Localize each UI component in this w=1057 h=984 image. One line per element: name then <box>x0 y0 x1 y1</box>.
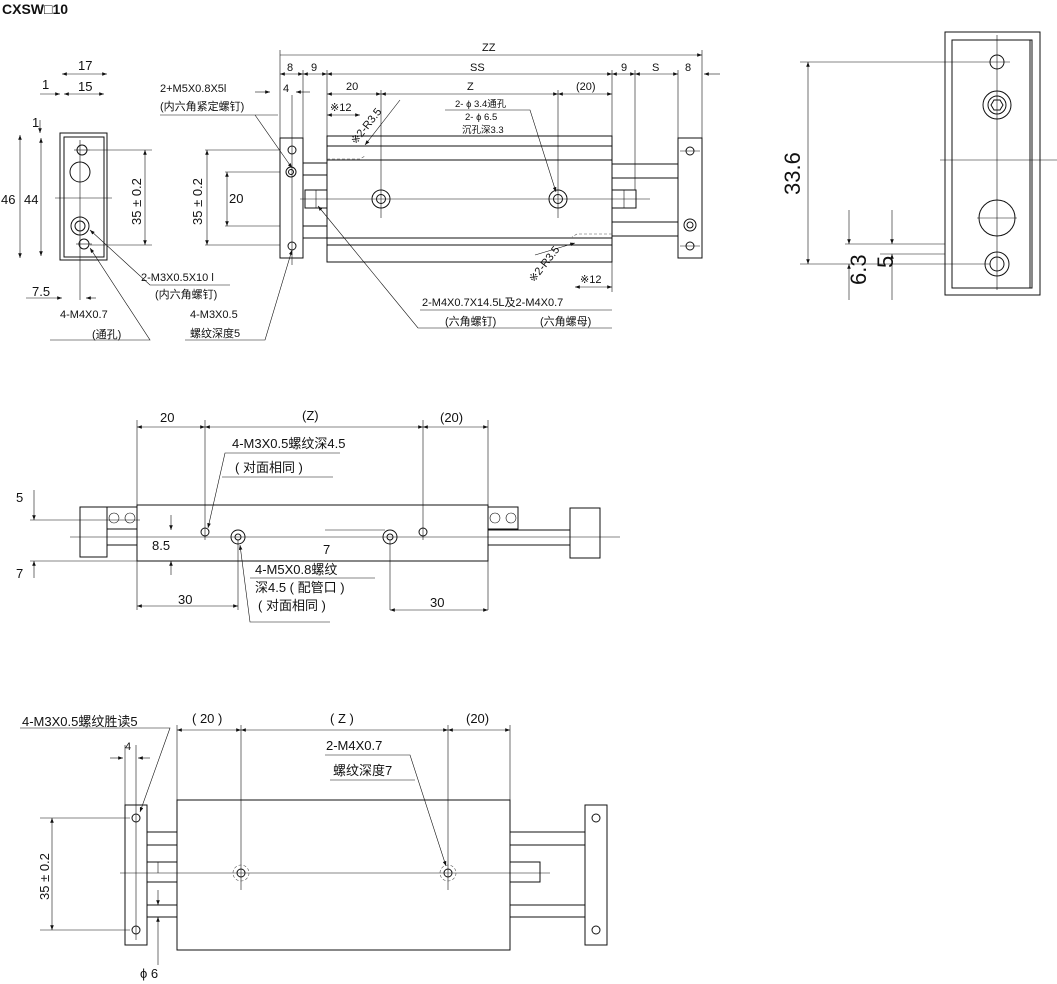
left-end-plate <box>279 137 304 259</box>
dim-1-side: 1 <box>32 115 39 130</box>
callout-bolt-note: (六角螺钉) <box>445 315 496 328</box>
dim-44: 44 <box>24 192 38 207</box>
dim-8-5: 8.5 <box>152 538 170 553</box>
dim-20: 20 <box>229 191 243 206</box>
drawing-title: CXSW□10 <box>2 1 68 17</box>
dim-z: Z <box>467 81 474 93</box>
right-end-plate <box>677 137 703 259</box>
set-screw-icon <box>285 166 297 178</box>
hex-nut-icon <box>509 861 541 883</box>
set-screw-icon <box>683 218 697 232</box>
hole-icon <box>591 813 601 823</box>
callout-m5: 4-M5X0.8螺纹 <box>255 562 337 577</box>
hole-icon <box>287 145 297 155</box>
callout-m4-note: 螺纹深度7 <box>333 763 392 778</box>
hole-icon <box>76 238 92 250</box>
dim-z: (Z) <box>302 408 319 423</box>
dim-7-mid: 7 <box>323 542 330 557</box>
callout-m5-note: (内六角紧定螺钉) <box>160 99 244 113</box>
callout-m3-screw: 2-M3X0.5X10 l <box>141 272 214 284</box>
dim-20-left: ( 20 ) <box>192 711 222 726</box>
cylinder-body <box>136 504 489 562</box>
dim-s: S <box>652 62 659 74</box>
dim-zz: ZZ <box>482 42 496 54</box>
right-end-plate <box>584 804 608 946</box>
callout-m3: 4-M3X0.5螺纹深4.5 <box>232 436 345 451</box>
dim-5: 5 <box>873 256 898 268</box>
callout-m3-note: ( 对面相同 ) <box>235 460 303 475</box>
hole-spec-1: 2- ϕ 3.4通孔 <box>455 99 507 110</box>
dim-20: 20 <box>160 410 174 425</box>
callout-m4: 4-M4X0.7 <box>60 309 108 321</box>
bottom-view: 4-M3X0.5螺纹胜读5 4 ( 20 ) ( Z ) (20) 2-M4X0… <box>20 711 608 981</box>
callout-m4: 2-M4X0.7 <box>326 738 382 753</box>
hole-icon <box>985 54 1010 70</box>
top-view: 20 (Z) (20) 4-M3X0.5螺纹深4.5 ( 对面相同 ) 5 7 … <box>16 408 620 623</box>
note-12-bottom: ※12 <box>580 274 601 286</box>
dim-ss: SS <box>470 62 485 74</box>
hex-nut-icon <box>146 861 178 883</box>
dim-30-right: 30 <box>430 595 444 610</box>
callout-bolt: 2-M4X0.7X14.5L及2-M4X0.7 <box>422 297 563 309</box>
dim-9: 9 <box>311 62 317 74</box>
dim-1-top: 1 <box>42 77 49 92</box>
dim-7-5: 7.5 <box>32 284 50 299</box>
hex-nut-icon <box>106 506 138 530</box>
dim-35: 35 ± 0.2 <box>129 178 144 225</box>
note-r35-bottom: ※2-R3.5 <box>527 244 562 285</box>
dim-7-left: 7 <box>16 566 23 581</box>
callout-m3-screw-note: (内六角螺钉) <box>155 287 217 301</box>
dim-20-right: (20) <box>440 410 463 425</box>
dim-35: 35 ± 0.2 <box>37 853 52 900</box>
hex-nut-icon <box>487 506 519 530</box>
dim-20-right: (20) <box>466 711 489 726</box>
callout-m3: 4-M3X0.5螺纹胜读5 <box>22 714 138 729</box>
dim-35: 35 ± 0.2 <box>190 178 205 225</box>
hole-icon <box>591 925 601 935</box>
dim-phi6: ϕ 6 <box>140 966 158 981</box>
dim-15: 15 <box>78 79 92 94</box>
dim-33-6: 33.6 <box>780 152 805 195</box>
callout-m5-note: 深4.5 ( 配管口 ) <box>255 580 345 595</box>
dim-30-left: 30 <box>178 592 192 607</box>
note-12-top: ※12 <box>330 102 351 114</box>
callout-m4-note: (通孔) <box>92 328 121 341</box>
dim-5: 5 <box>16 490 23 505</box>
right-view: 33.6 6.3 5 <box>780 31 1057 300</box>
cylinder-body <box>176 799 511 951</box>
hex-socket-icon <box>982 90 1012 120</box>
dim-20-right: (20) <box>576 81 596 93</box>
end-view: 17 15 1 1 46 44 35 ± 0.2 7.5 2-M3X0.5X10… <box>1 58 230 341</box>
dim-8-right: 8 <box>685 62 691 74</box>
dim-z: ( Z ) <box>330 711 354 726</box>
dim-4: 4 <box>283 83 289 95</box>
callout-m5: 2+M5X0.8X5l <box>160 83 226 95</box>
dim-4: 4 <box>125 741 131 753</box>
callout-m5-note-2: ( 对面相同 ) <box>258 598 326 613</box>
hole-icon <box>74 144 90 156</box>
hole-spec-3: 沉孔深3.3 <box>462 125 504 136</box>
dim-6-3: 6.3 <box>846 254 871 285</box>
callout-m3-tap-note: 螺纹深度5 <box>190 326 240 340</box>
dim-8: 8 <box>287 62 293 74</box>
side-view: 2+M5X0.8X5l (内六角紧定螺钉) 8 9 4 35 ± 0.2 20 … <box>160 42 720 341</box>
hole-spec-2: 2- ϕ 6.5 <box>465 112 497 123</box>
dim-20-left: 20 <box>346 81 358 93</box>
callout-nut-note: (六角螺母) <box>540 315 591 328</box>
dim-46: 46 <box>1 192 15 207</box>
callout-m3-tap: 4-M3X0.5 <box>190 309 238 321</box>
dim-9-right: 9 <box>621 62 627 74</box>
dim-17: 17 <box>78 58 92 73</box>
